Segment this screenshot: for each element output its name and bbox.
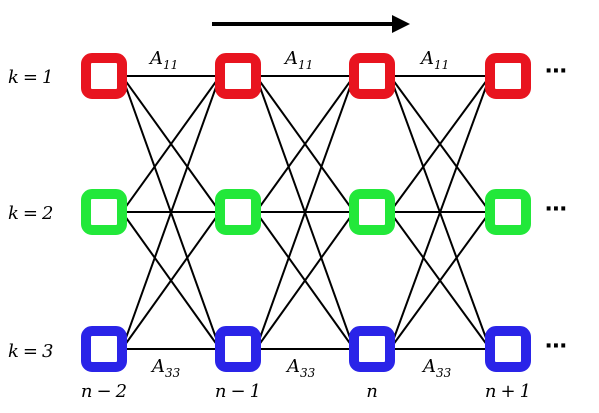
transition-label-top-2: A11 (283, 48, 313, 72)
time-direction-arrowhead-icon (392, 15, 410, 33)
time-step-label-3-var: n (366, 381, 378, 402)
transition-edge-3-2-1 (389, 75, 491, 213)
state-label-1-value: 1 (42, 67, 53, 88)
time-step-label-1-var: n (81, 381, 93, 402)
continuation-ellipsis-3: ⋯ (545, 334, 567, 359)
transition-edge-2-3-2 (255, 211, 355, 350)
state-node-t4-k3 (485, 326, 531, 372)
time-step-label-3: n (366, 381, 378, 402)
transition-edges (121, 75, 491, 350)
transition-label-top-3: A11 (419, 48, 449, 72)
time-step-label-1: n−2 (81, 381, 127, 402)
state-nodes (81, 53, 531, 372)
transition-label-bottom-1-sub: 33 (165, 366, 181, 380)
transition-label-bottom-3-symbol: A (421, 356, 436, 377)
transition-label-top-3-sub: 11 (434, 58, 449, 72)
state-label-2-value: 2 (41, 203, 53, 224)
time-step-label-4-var: n (485, 381, 497, 402)
state-node-t2-k3 (215, 326, 261, 372)
time-step-label-4: n+1 (485, 381, 531, 402)
transition-label-bottom-3: A33 (421, 356, 452, 380)
state-node-t1-k2 (81, 189, 127, 235)
transition-label-bottom-2-symbol: A (285, 356, 300, 377)
time-step-label-1-num: 2 (115, 381, 127, 402)
time-step-label-2-op: − (231, 381, 246, 402)
state-label-2-var: k (8, 203, 19, 224)
transition-label-top-2-sub: 11 (298, 58, 313, 72)
state-label-3: k=3 (8, 341, 53, 362)
transition-label-top-3-symbol: A (419, 48, 434, 69)
state-node-t4-k2 (485, 189, 531, 235)
transition-edge-1-2-1 (121, 75, 221, 213)
state-node-t2-k2 (215, 189, 261, 235)
state-label-3-eq: = (23, 341, 38, 362)
transition-edge-1-3-2 (121, 211, 221, 350)
time-step-label-2-num: 1 (250, 381, 261, 402)
state-label-1: k=1 (8, 67, 53, 88)
transition-edge-1-3-1 (121, 75, 221, 350)
state-node-t1-k1 (81, 53, 127, 99)
transition-label-top-1: A11 (148, 48, 178, 72)
transition-label-top-2-symbol: A (283, 48, 298, 69)
continuation-ellipsis-1: ⋯ (545, 59, 567, 84)
state-node-t2-k1 (215, 53, 261, 99)
transition-edge-2-3-1 (255, 75, 355, 350)
transition-label-top-1-sub: 11 (163, 58, 178, 72)
transition-edge-3-3-1 (389, 75, 491, 350)
state-label-2: k=2 (8, 203, 53, 224)
state-node-t1-k3 (81, 326, 127, 372)
state-node-t4-k1 (485, 53, 531, 99)
transition-label-bottom-1: A33 (150, 356, 181, 380)
transition-edge-3-3-2 (389, 211, 491, 350)
state-label-1-eq: = (23, 67, 38, 88)
time-step-label-4-num: 1 (520, 381, 531, 402)
transition-label-bottom-1-symbol: A (150, 356, 165, 377)
transition-edge-2-2-1 (255, 75, 355, 213)
state-node-t3-k1 (349, 53, 395, 99)
state-label-2-eq: = (23, 203, 38, 224)
time-step-label-2-var: n (215, 381, 227, 402)
state-node-t3-k2 (349, 189, 395, 235)
continuation-ellipsis-2: ⋯ (545, 197, 567, 222)
transition-label-bottom-3-sub: 33 (436, 366, 452, 380)
state-label-1-var: k (8, 67, 19, 88)
time-step-label-2: n−1 (215, 381, 261, 402)
state-label-3-var: k (8, 341, 19, 362)
state-node-t3-k3 (349, 326, 395, 372)
state-label-3-value: 3 (42, 341, 53, 362)
transition-label-top-1-symbol: A (148, 48, 163, 69)
transition-label-bottom-2: A33 (285, 356, 316, 380)
transition-label-bottom-2-sub: 33 (300, 366, 316, 380)
time-step-label-1-op: − (97, 381, 112, 402)
time-step-label-4-op: + (501, 381, 516, 402)
